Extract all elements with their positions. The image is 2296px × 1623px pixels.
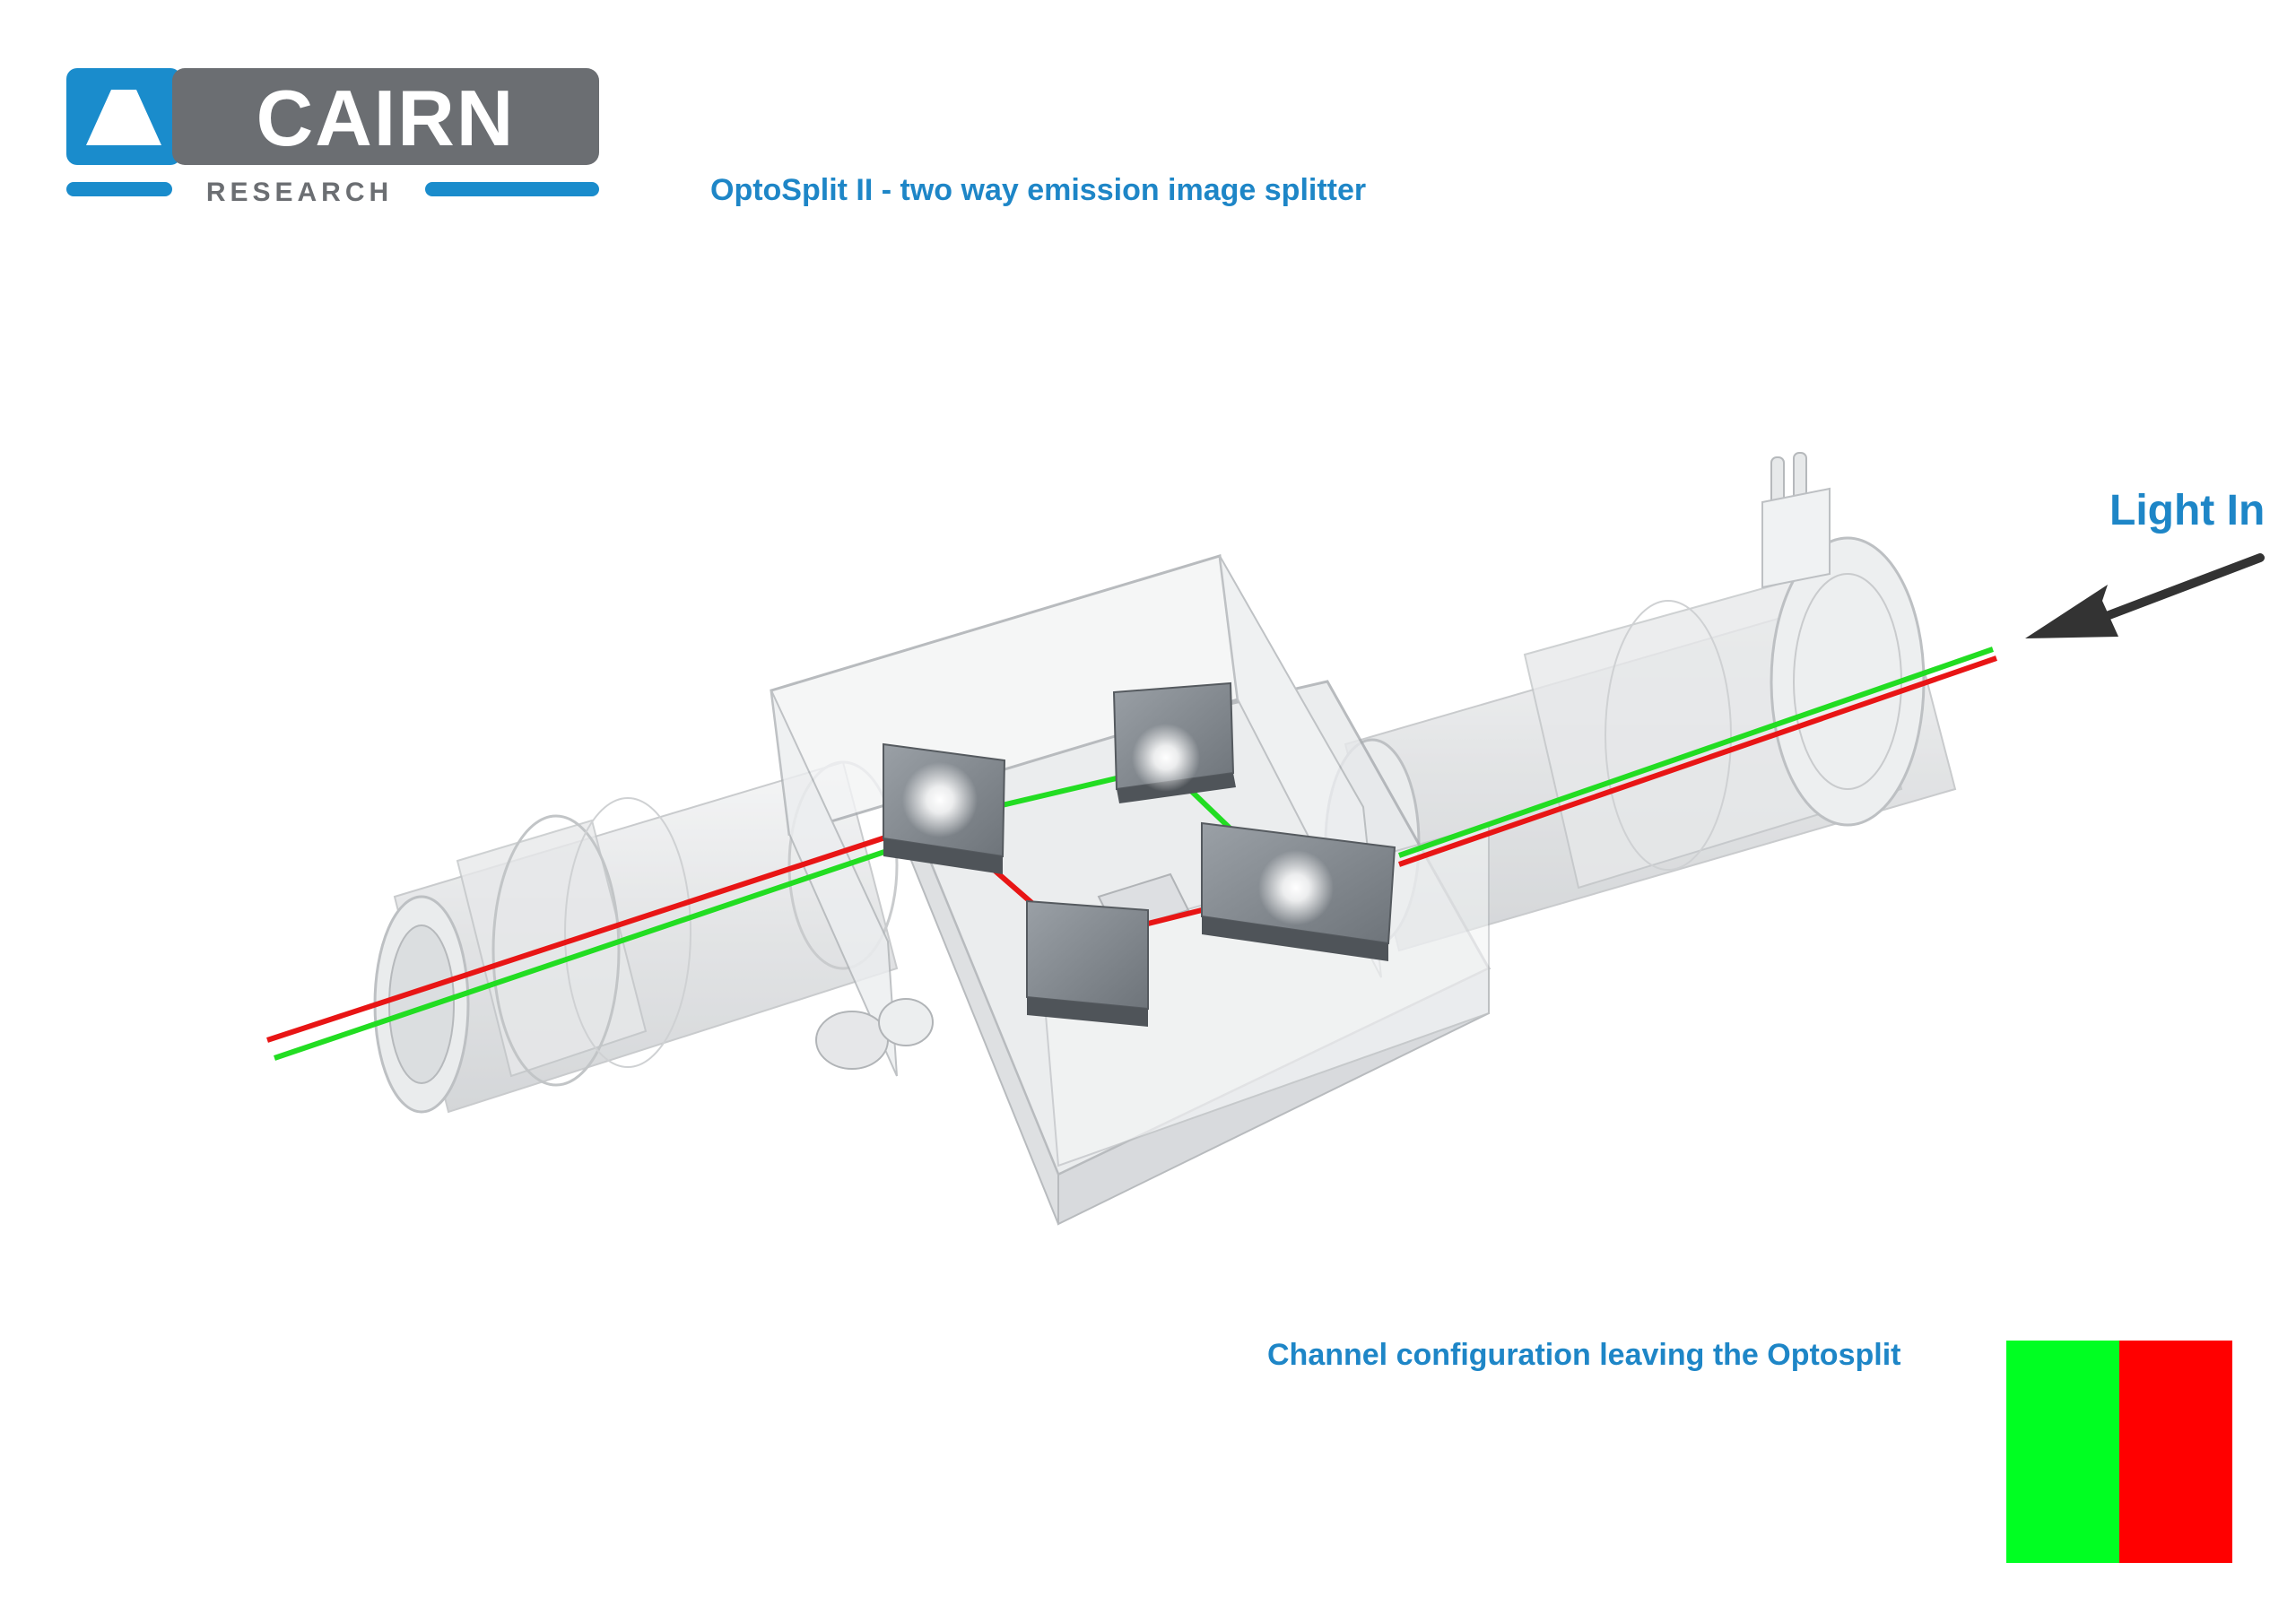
logo-subline: RESEARCH <box>206 178 393 206</box>
logo-gray-box <box>172 68 599 165</box>
green-channel <box>2006 1341 2119 1563</box>
logo-underline-right <box>425 182 599 196</box>
mirrors <box>883 681 1396 1027</box>
triangle-logo-icon <box>86 90 161 145</box>
red-beam-out <box>266 818 938 1043</box>
light-in-label: Light In <box>2109 487 2266 534</box>
red-channel <box>2119 1341 2232 1563</box>
channel-caption: Channel configuration leaving the Optosp… <box>1267 1338 1901 1372</box>
left-tube <box>373 760 899 1114</box>
cairn-logo: CAIRN RESEARCH <box>66 68 599 206</box>
red-beam-in <box>1398 655 1997 867</box>
mirror-block-icon <box>1026 899 1149 1027</box>
logo-wordmark: CAIRN <box>257 74 516 162</box>
channel-configuration-box <box>2006 1341 2232 1563</box>
arrow-left-down-icon <box>2025 553 2265 638</box>
green-beam-in <box>1398 647 1994 858</box>
green-beam-out <box>274 827 952 1061</box>
page-title: OptoSplit II - two way emission image sp… <box>710 173 1367 207</box>
logo-underline-left <box>66 182 172 196</box>
